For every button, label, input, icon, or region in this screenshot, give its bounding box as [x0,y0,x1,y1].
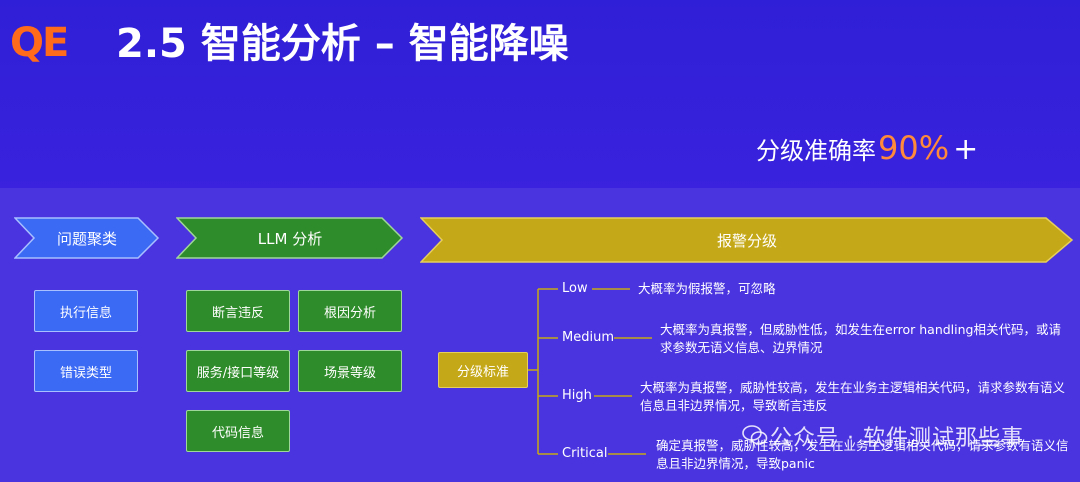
chevron-shape-icon [14,217,160,259]
accuracy-value: 90% [878,129,950,167]
level-high: High [562,388,592,403]
step-grading-chevron: 报警分级 [420,217,1074,263]
accuracy-metric: 分级准确率90%+ [756,128,978,174]
page-title: 2.5 智能分析 – 智能降噪 [116,21,569,67]
level-high-desc: 大概率为真报警，威胁性较高，发生在业务主逻辑相关代码，请求参数有语义信息且非边界… [640,380,1066,413]
watermark: 公众号 · 软件测试那些事 [770,426,1024,451]
wechat-icon [742,425,768,445]
step-cluster-label: 问题聚类 [56,229,117,248]
step-grading-label: 报警分级 [716,231,777,250]
llm-item-scenario-level: 场景等级 [298,350,402,392]
level-medium: Medium [562,330,614,345]
accuracy-suffix: + [953,132,979,167]
qe-logo: QE [10,20,69,66]
chevron-shape-icon [176,217,404,259]
level-medium-desc: 大概率为真报警，但威胁性低，如发生在error handling相关代码，或请求… [660,322,1061,355]
chevron-shape-icon [420,217,1074,263]
llm-item-root-cause: 根因分析 [298,290,402,332]
step-llm-chevron: LLM 分析 [176,217,404,259]
accuracy-label: 分级准确率 [756,137,876,165]
llm-item-service-level: 服务/接口等级 [186,350,290,392]
step-cluster-chevron: 问题聚类 [14,217,160,259]
llm-item-assertion: 断言违反 [186,290,290,332]
cluster-item-error-type: 错误类型 [34,350,138,392]
level-critical-desc: 确定真报警，威胁性较高，发生在业务主逻辑相关代码，请求参数有语义信息且非边界情况… [656,438,1069,471]
cluster-item-exec-info: 执行信息 [34,290,138,332]
step-llm-label: LLM 分析 [257,229,323,248]
llm-item-code-info: 代码信息 [186,410,290,452]
level-low: Low [562,281,588,296]
level-critical: Critical [562,446,608,461]
level-low-desc: 大概率为假报警，可忽略 [638,281,776,296]
grading-root: 分级标准 [438,352,528,388]
